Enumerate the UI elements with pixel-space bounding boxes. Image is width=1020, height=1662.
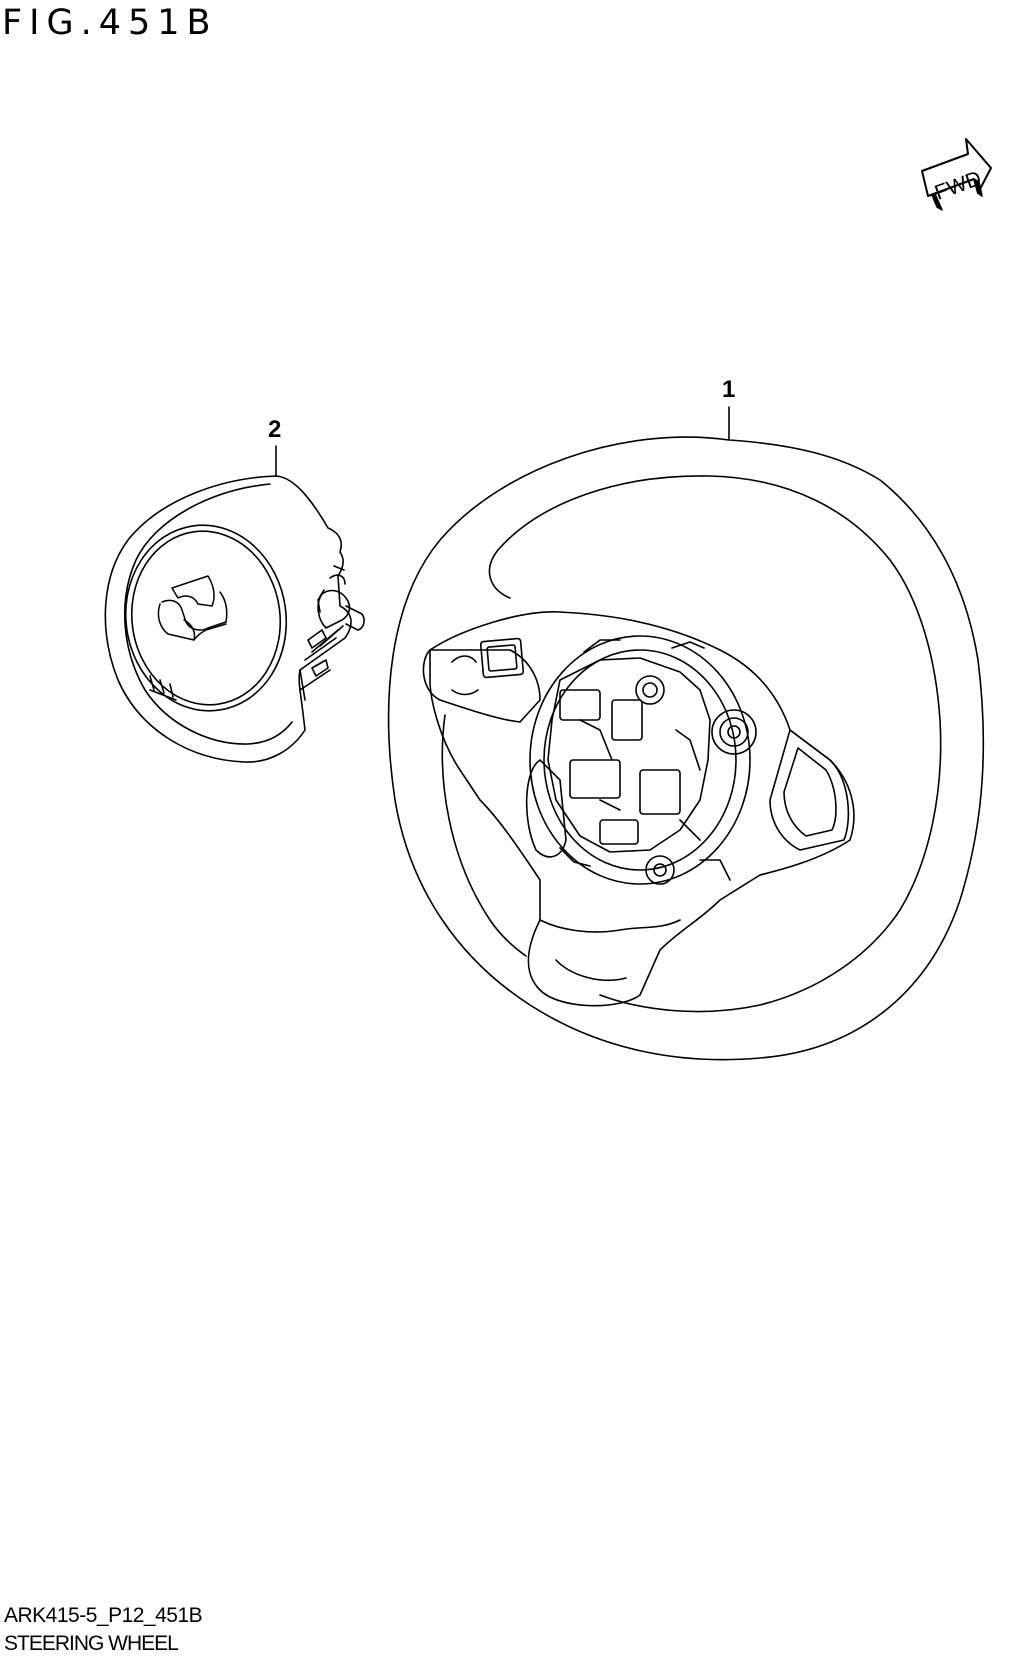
emblem-logo-icon: [157, 575, 228, 641]
figure-title: FIG.451B: [2, 3, 218, 43]
callout-1: 1: [722, 376, 736, 403]
figure-code: ARK415-5_P12_451B: [4, 1604, 203, 1627]
figure-name: STEERING WHEEL: [4, 1632, 179, 1655]
callout-2: 2: [268, 416, 282, 443]
airbag-pad-part: [104, 475, 365, 763]
fwd-arrow-icon: FWD: [921, 138, 992, 211]
steering-wheel-part: [387, 436, 985, 1061]
